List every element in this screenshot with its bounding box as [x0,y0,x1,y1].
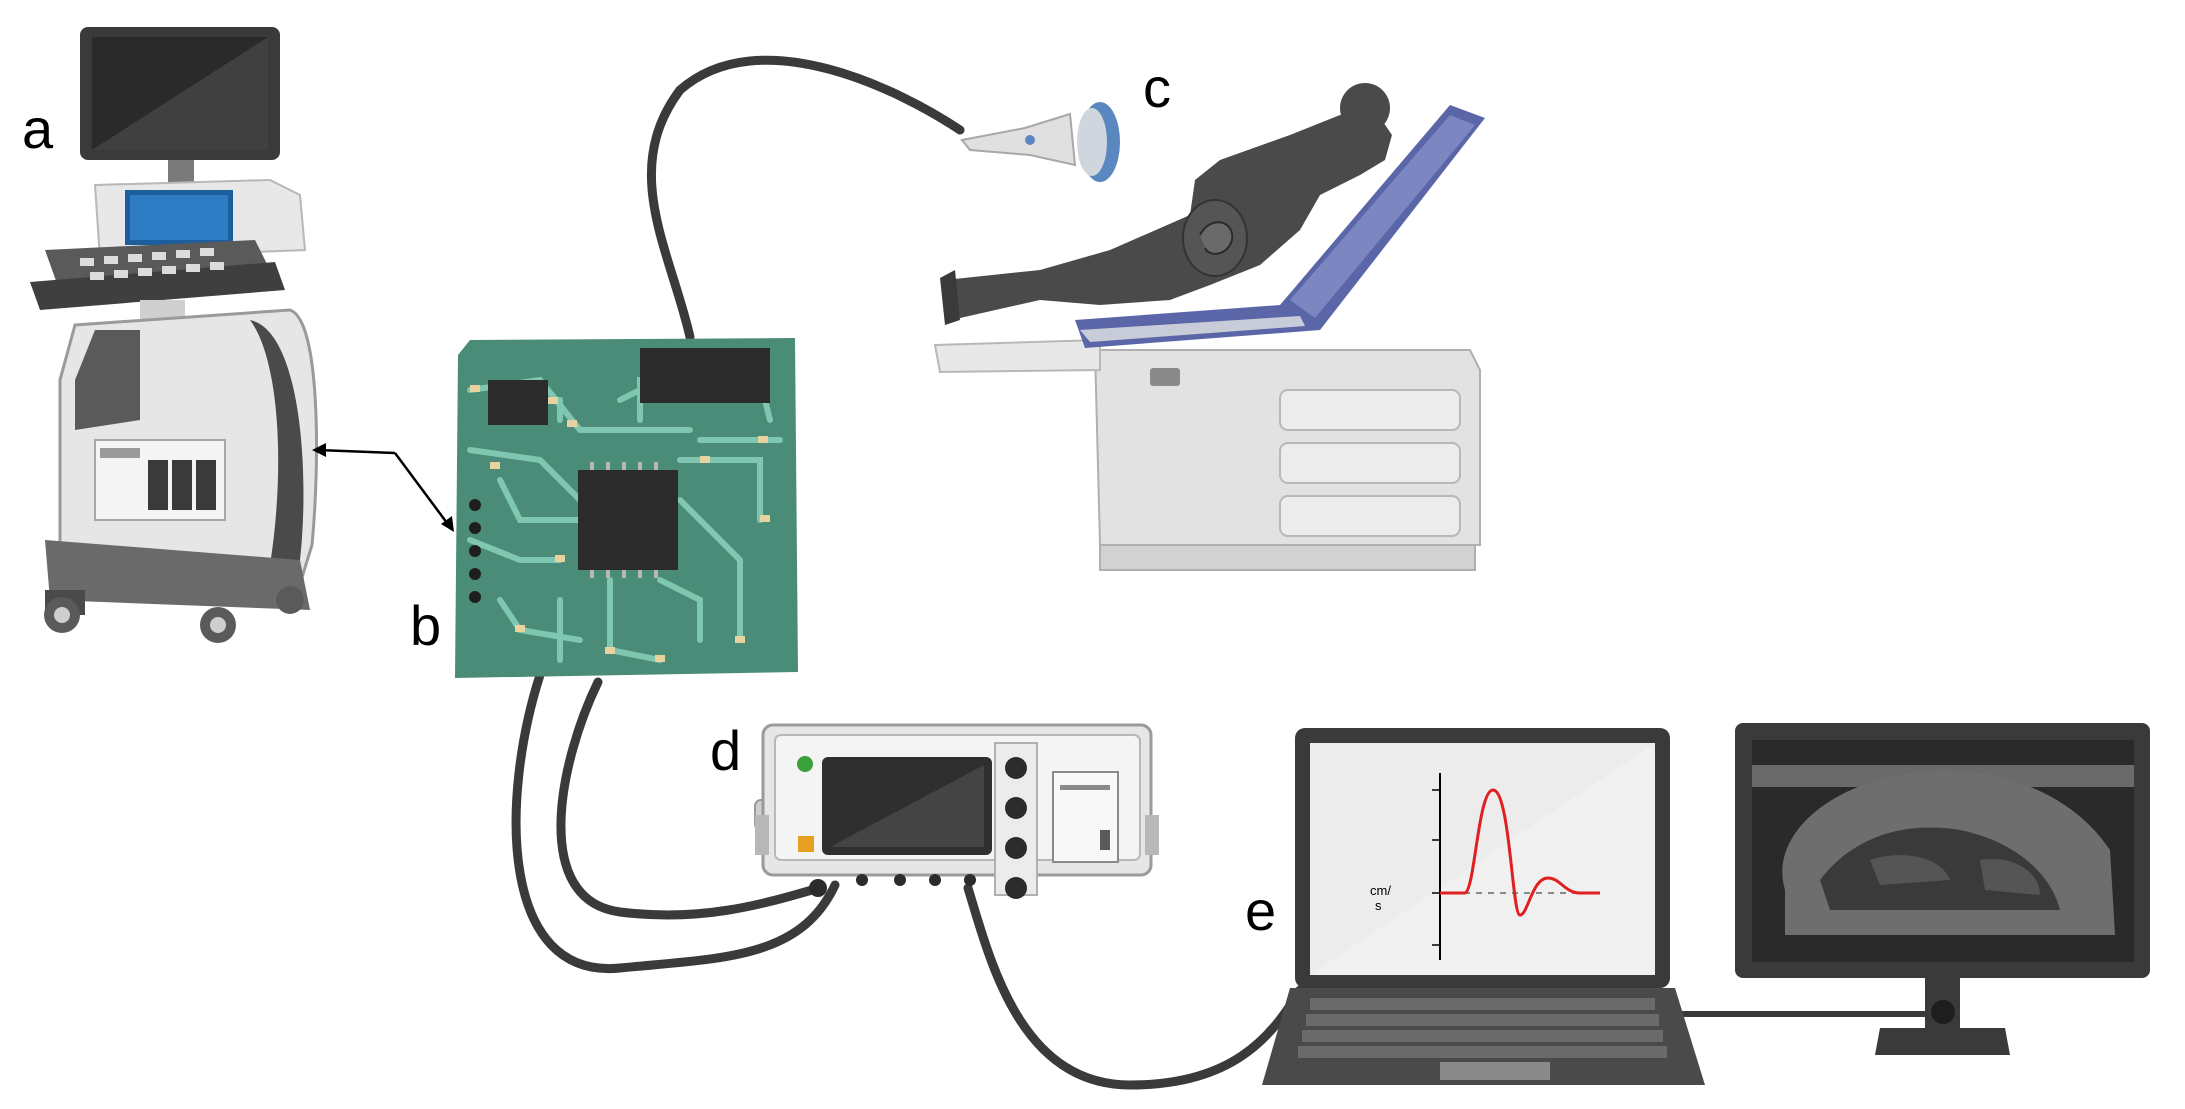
axis-unit-top: cm/ [1370,883,1391,898]
circuit-board-icon [455,338,798,678]
label-e: e [1245,879,1276,942]
label-c: c [1143,56,1171,119]
cable-d-to-e [963,883,1305,1090]
label-d: d [710,719,741,782]
signal-generator-icon [754,723,1159,899]
label-a: a [22,97,54,160]
patient-on-exam-chair-icon [933,83,1485,571]
axis-unit-bottom: s [1375,898,1382,913]
ultrasound-probe-icon [960,102,1120,182]
velocity-waveform [1440,788,1600,917]
ultrasound-machine-icon [30,27,319,643]
cables [511,55,1948,1090]
external-monitor-icon [1735,723,2150,1055]
cable-b-to-d-inner [556,677,817,920]
cable-b-to-d-outer [511,670,840,973]
label-b: b [410,594,441,657]
laptop-icon [1262,728,1705,1085]
waveform-plot: cm/ s [1370,773,1600,960]
probe-cable [646,55,965,342]
connection-arrow [312,443,454,532]
